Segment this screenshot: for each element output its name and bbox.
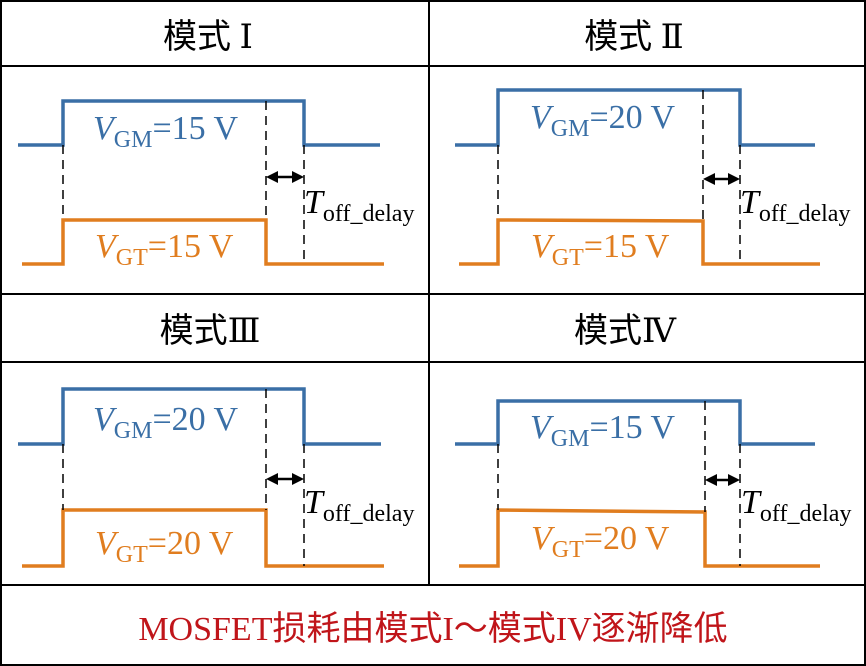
mode-3-delay-label: Toff_delay [304, 484, 414, 527]
mode-2-panel: VGM=20 V VGT=15 V Toff_delay [455, 88, 850, 271]
mode-4-dashed-guides [497, 401, 741, 566]
mode-2-gt-wave [459, 218, 820, 266]
mode-4-delay-label: Toff_delay [741, 484, 851, 527]
mode-3-arrow-right-head [292, 473, 304, 485]
mode-2-dashed-guides [497, 90, 741, 264]
mode-2-gm-label: VGM=20 V [530, 99, 676, 142]
footer-conclusion: MOSFET损耗由模式I～模式IV逐渐降低 [138, 610, 727, 648]
mode-3-arrow-left-head [266, 473, 278, 485]
mode-1-gm-wave [18, 99, 380, 147]
mode-4-gt-label: VGT=20 V [531, 520, 670, 563]
mode-1-gm-label: VGM=15 V [93, 110, 239, 153]
mode-4-gt-wave [459, 508, 820, 568]
mode-4-title: 模式Ⅳ [574, 312, 677, 350]
mode-3-gt-label: VGT=20 V [95, 525, 234, 568]
mode-4-arrow-left-head [705, 474, 717, 486]
mode-1-arrow-right-head [292, 171, 304, 183]
mode-2-arrow-right-head [728, 173, 740, 185]
mode-2-gt-label: VGT=15 V [531, 228, 670, 271]
mode-1-arrow-left-head [266, 171, 278, 183]
mode-1-delay-arrow [266, 171, 304, 183]
mode-1-panel: VGM=15 V VGT=15 V Toff_delay [18, 99, 414, 271]
mode-4-gm-wave [455, 399, 815, 446]
mode-2-delay-label: Toff_delay [740, 184, 850, 227]
mode-2-title: 模式 Ⅱ [584, 18, 684, 56]
mode-1-delay-label: Toff_delay [304, 184, 414, 227]
mode-1-dashed-guides [62, 101, 305, 264]
mode-4-gm-label: VGM=15 V [530, 409, 676, 452]
mode-3-panel: VGM=20 V VGT=20 V Toff_delay [18, 387, 414, 568]
mode-1-title: 模式 Ⅰ [163, 18, 253, 56]
mode-2-delay-arrow [703, 173, 740, 185]
mode-3-delay-arrow [266, 473, 304, 485]
mode-3-gm-label: VGM=20 V [93, 401, 239, 444]
mode-3-title: 模式Ⅲ [160, 312, 261, 350]
mode-3-dashed-guides [62, 389, 305, 566]
mode-2-gm-wave [455, 88, 815, 147]
mode-3-gt-wave [22, 508, 384, 568]
mode-3-gm-wave [18, 387, 381, 446]
mode-4-delay-arrow [705, 474, 740, 486]
mode-1-gt-label: VGT=15 V [95, 228, 234, 271]
mode-1-gt-wave [22, 218, 384, 266]
mode-4-panel: VGM=15 V VGT=20 V Toff_delay [455, 399, 851, 568]
mode-2-arrow-left-head [703, 173, 715, 185]
mode-4-arrow-right-head [728, 474, 740, 486]
